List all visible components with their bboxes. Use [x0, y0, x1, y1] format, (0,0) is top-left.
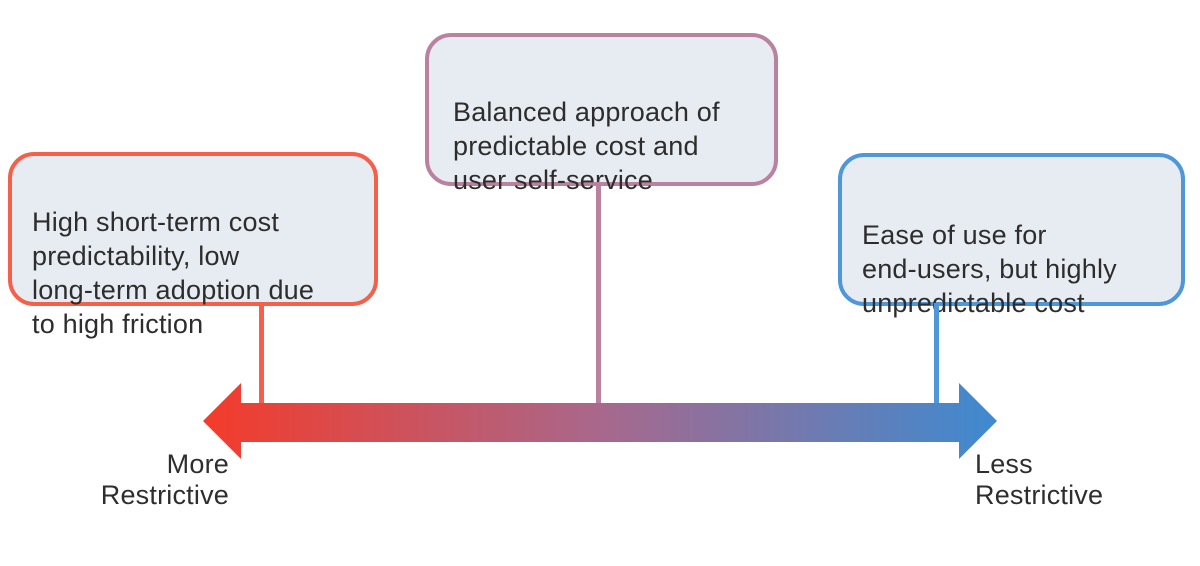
connector-line-right — [934, 303, 939, 404]
callout-balanced-text: Balanced approach of predictable cost an… — [453, 97, 720, 195]
callout-less-restrictive-text: Ease of use for end-users, but highly un… — [862, 220, 1117, 318]
axis-label-more-restrictive: More Restrictive — [100, 449, 229, 510]
connector-line-left — [259, 303, 264, 404]
callout-more-restrictive: High short-term cost predictability, low… — [8, 152, 378, 339]
connector-line-middle — [596, 182, 601, 404]
callout-more-restrictive-text: High short-term cost predictability, low… — [32, 207, 315, 339]
axis-label-less-restrictive: Less Restrictive — [975, 449, 1104, 510]
callout-balanced: Balanced approach of predictable cost an… — [425, 33, 778, 195]
gradient-spectrum-arrow — [203, 383, 997, 459]
callout-less-restrictive: Ease of use for end-users, but highly un… — [838, 153, 1185, 318]
double-arrow-shape — [203, 383, 997, 459]
